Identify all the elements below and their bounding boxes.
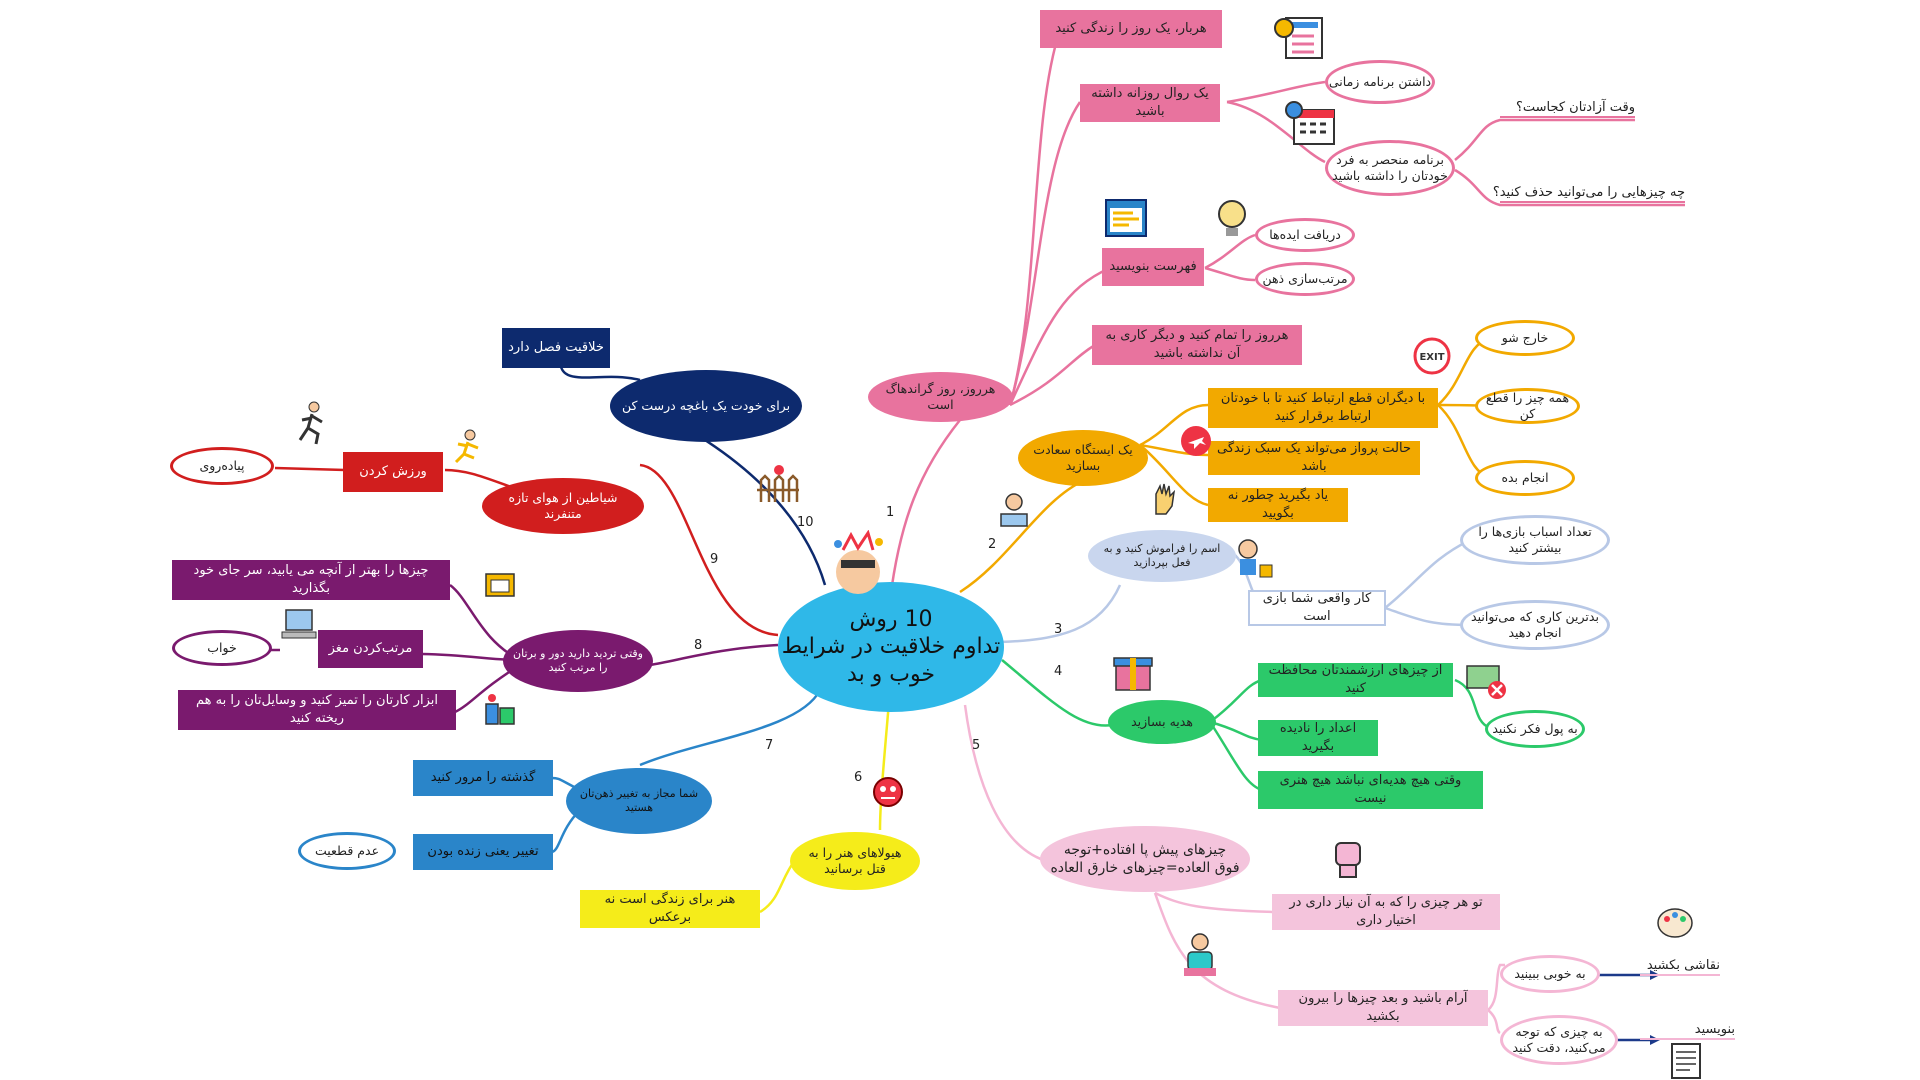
branch7-item-2: تغییر یعنی زنده بودن	[413, 834, 553, 870]
branch2-sub-3: انجام بده	[1475, 460, 1575, 496]
branch-number-5: 5	[972, 738, 981, 753]
branch-number-4: 4	[1054, 664, 1063, 679]
branch-number-8: 8	[694, 638, 703, 653]
branch1-item-1: هربار، یک روز را زندگی کنید	[1040, 10, 1222, 48]
branch7-title: شما مجاز به تغییر ذهن‌تان هستید	[566, 768, 712, 834]
branch2-sub-1: خارج شو	[1475, 320, 1575, 356]
branch3-item: کار واقعی شما بازی است	[1248, 590, 1386, 626]
branch5-leaf-2: بنویسید	[1640, 1022, 1735, 1040]
laptop-person-icon	[995, 490, 1033, 530]
stop-hand-icon	[1148, 480, 1180, 516]
branch5-item-1: تو هر چیزی را که به آن نیاز داری در اختی…	[1272, 894, 1500, 930]
branch4-item-1: از چیزهای ارزشمندتان محافظت کنید	[1258, 663, 1453, 697]
branch1-routine-1: داشتن برنامه زمانی	[1325, 60, 1435, 104]
branch5-leaf-1: نقاشی بکشید	[1640, 958, 1720, 976]
schedule-board-icon	[1272, 14, 1328, 62]
branch-number-3: 3	[1054, 622, 1063, 637]
branch9-title: شیاطین از هوای تازه متنفرند	[482, 478, 644, 534]
fist-icon	[1330, 835, 1366, 879]
branch8-title: وقتی تردید دارید دور و برتان را مرتب کنی…	[503, 630, 653, 692]
branch9-item: ورزش کردن	[343, 452, 443, 492]
branch-number-2: 2	[988, 537, 997, 552]
file-folder-icon	[483, 566, 517, 600]
lightbulb-brain-icon	[1215, 198, 1249, 240]
branch2-item-2: حالت پرواز می‌تواند یک سبک زندگی باشد	[1208, 441, 1420, 475]
branch1-item-2: یک روال روزانه داشته باشید	[1080, 84, 1220, 122]
branch10-item: خلاقیت فصل دارد	[502, 328, 610, 368]
head-ideas-icon	[823, 530, 893, 600]
branch6-title: هیولاهای هنر را به قتل برسانید	[790, 832, 920, 890]
branch1-routine-2: برنامه منحصر به فرد خودتان را داشته باشی…	[1325, 140, 1455, 196]
central-topic-line1: 10 روش	[849, 606, 933, 632]
notepad-icon	[1668, 1040, 1704, 1080]
money-no-icon	[1465, 660, 1507, 702]
gift-box-icon	[1108, 644, 1158, 694]
branch8-sub: خواب	[172, 630, 272, 666]
branch4-item-3: وقتی هیچ هدیه‌ای نباشد هیچ هنری نیست	[1258, 771, 1483, 809]
branch-number-10: 10	[797, 515, 814, 530]
red-monster-icon	[868, 770, 908, 810]
painting-palette-icon	[1655, 905, 1695, 941]
branch2-item-3: یاد بگیرید چطور نه بگویید	[1208, 488, 1348, 522]
branch3-sub-2: بدترین کاری که می‌توانید انجام دهید	[1460, 600, 1610, 650]
branch1-question-1: وقت آزادتان کجاست؟	[1500, 100, 1635, 118]
central-topic-line2: تداوم خلاقیت در شرایط	[781, 634, 1001, 660]
sleeping-computer-icon	[280, 606, 318, 644]
branch4-item-2: اعداد را نادیده بگیرید	[1258, 720, 1378, 756]
exit-sign-icon: EXIT	[1412, 336, 1452, 376]
branch4-sub: به پول فکر نکنید	[1485, 710, 1585, 748]
branch9-sub: پیاده‌روی	[170, 447, 274, 485]
cleaning-supplies-icon	[480, 688, 520, 728]
branch3-sub-1: تعداد اسباب بازی‌ها را بیشتر کنید	[1460, 515, 1610, 565]
branch4-title: هدیه بسازید	[1108, 700, 1216, 744]
branch2-item-1: با دیگران قطع ارتباط کنید تا با خودتان ا…	[1208, 388, 1438, 428]
branch3-title: اسم را فراموش کنید و به فعل بپردازید	[1088, 530, 1236, 582]
branch1-question-2: چه چیزهایی را می‌توانید حذف کنید؟	[1493, 185, 1685, 203]
relaxed-person-icon	[1178, 930, 1222, 980]
branch-number-6: 6	[854, 770, 863, 785]
branch7-sub: عدم قطعیت	[298, 832, 396, 870]
calendar-clock-icon	[1282, 100, 1338, 148]
jogger-icon	[446, 428, 486, 468]
central-topic-line3: خوب و بد	[847, 661, 935, 687]
branch7-item-1: گذشته را مرور کنید	[413, 760, 553, 796]
browser-list-icon	[1104, 198, 1148, 238]
branch5-title: چیزهای پیش پا افتاده+توجه فوق العاده=چیز…	[1040, 826, 1250, 892]
branch6-item: هنر برای زندگی است نه برعکس	[580, 890, 760, 928]
branch5-item-2: آرام باشید و بعد چیزها را بیرون بکشید	[1278, 990, 1488, 1026]
branch8-item-3: ابزار کارتان را تمیز کنید و وسایل‌تان را…	[178, 690, 456, 730]
branch1-title: هرروز، روز گراندهاگ است	[868, 372, 1013, 422]
central-topic: 10 روش تداوم خلاقیت در شرایط خوب و بد	[778, 582, 1004, 712]
airplane-icon	[1180, 425, 1212, 457]
runner-icon	[292, 400, 332, 446]
child-playing-icon	[1230, 535, 1276, 581]
branch5-sub-2: به چیزی که توجه می‌کنید، دقت کنید	[1500, 1015, 1618, 1065]
branch1-item-3: فهرست بنویسید	[1102, 248, 1204, 286]
branch1-list-2: مرتب‌سازی ذهن	[1255, 262, 1355, 296]
garden-fence-icon	[755, 462, 799, 504]
branch-number-9: 9	[710, 552, 719, 567]
branch1-item-4: هرروز را تمام کنید و دیگر کاری به آن ندا…	[1092, 325, 1302, 365]
branch8-item-2: مرتب‌کردن مغز	[318, 630, 423, 668]
svg-text:EXIT: EXIT	[1419, 352, 1444, 363]
branch-number-1: 1	[886, 505, 895, 520]
branch1-list-1: دریافت ایده‌ها	[1255, 218, 1355, 252]
branch-number-7: 7	[765, 738, 774, 753]
branch8-item-1: چیزها را بهتر از آنچه می یابید، سر جای خ…	[172, 560, 450, 600]
branch5-sub-1: به خوبی ببینید	[1500, 955, 1600, 993]
branch2-title: یک ایستگاه سعادت بسازید	[1018, 430, 1148, 486]
branch2-sub-2: همه چیز را قطع کن	[1475, 388, 1580, 424]
branch10-title: برای خودت یک باغچه درست کن	[610, 370, 802, 442]
